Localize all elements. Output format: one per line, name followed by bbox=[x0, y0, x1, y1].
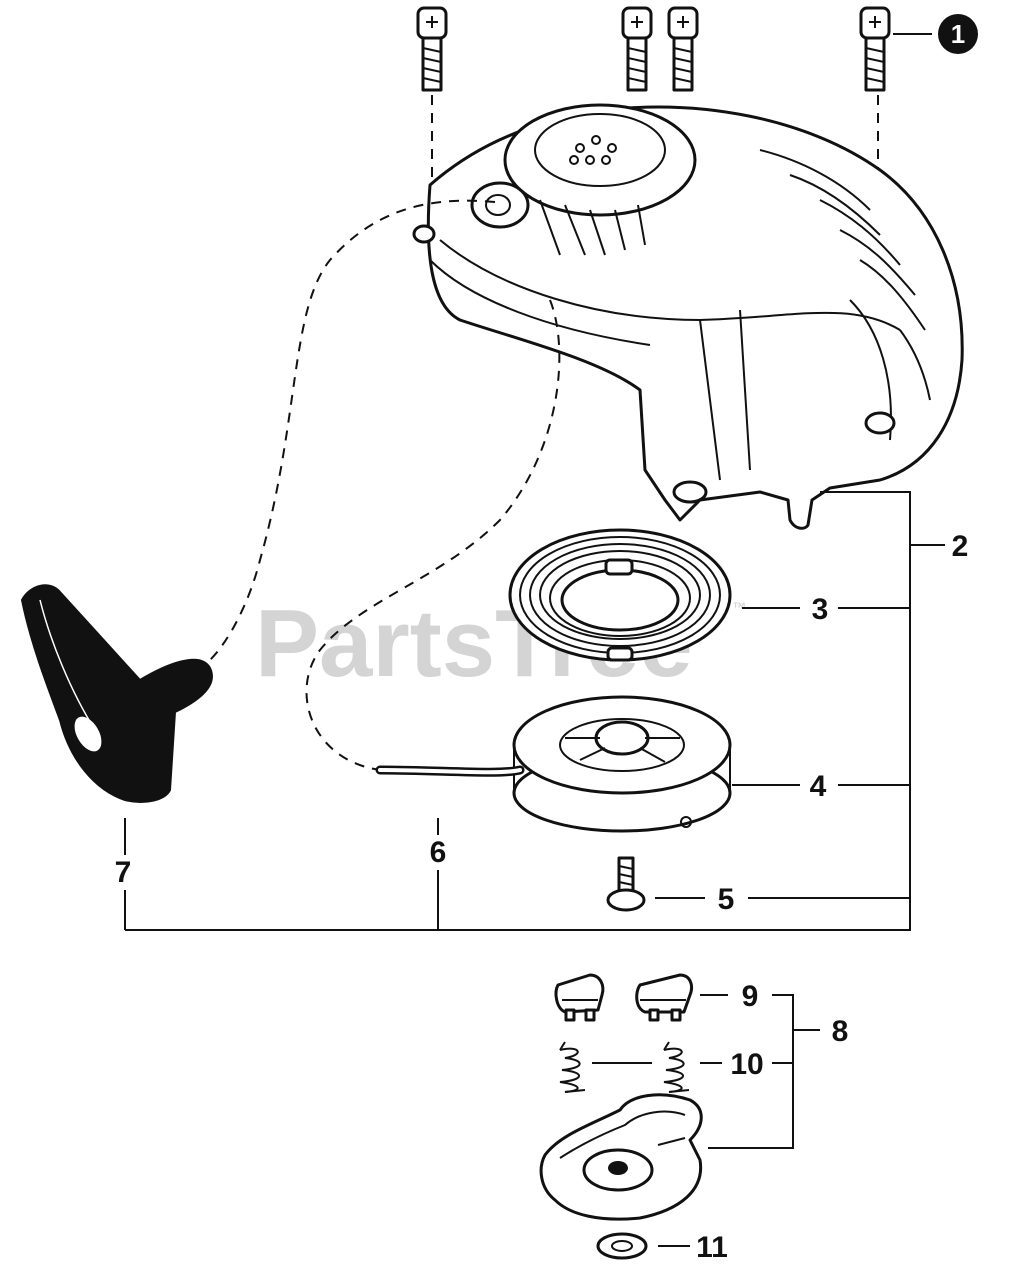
callout-2: 2 bbox=[952, 530, 969, 563]
pawl-9a[interactable] bbox=[554, 973, 605, 1022]
starter-housing[interactable] bbox=[412, 103, 964, 530]
recoil-spring[interactable] bbox=[508, 528, 732, 662]
callout-10: 10 bbox=[730, 1048, 763, 1081]
watermark-trademark: ™ bbox=[732, 599, 746, 615]
rope-route-lower bbox=[305, 299, 561, 771]
spring-10a[interactable] bbox=[559, 1041, 586, 1093]
callout-1-badge bbox=[938, 14, 978, 54]
callout-7: 7 bbox=[115, 856, 132, 889]
pawl-carrier[interactable] bbox=[539, 1093, 703, 1221]
bracket-main bbox=[125, 491, 911, 931]
callout-9: 9 bbox=[742, 980, 759, 1013]
rope-route-upper bbox=[209, 199, 496, 661]
screw-1d[interactable] bbox=[859, 6, 891, 92]
bracket-8 bbox=[708, 994, 820, 1149]
callout-11: 11 bbox=[696, 1231, 728, 1264]
callout-1: 1 bbox=[951, 19, 965, 49]
screw-1b[interactable] bbox=[621, 6, 653, 92]
callout-5: 5 bbox=[718, 883, 735, 916]
callout-4: 4 bbox=[810, 770, 827, 803]
screw-1a[interactable] bbox=[416, 6, 448, 92]
screw-5[interactable] bbox=[606, 856, 646, 912]
screw-1c[interactable] bbox=[667, 6, 699, 92]
callout-6: 6 bbox=[430, 836, 447, 869]
callout-3: 3 bbox=[812, 593, 829, 626]
callout-8: 8 bbox=[832, 1015, 849, 1048]
rope-pulley[interactable] bbox=[512, 695, 732, 833]
starter-handle[interactable] bbox=[20, 584, 213, 803]
pawl-9b[interactable] bbox=[635, 973, 694, 1022]
washer-11[interactable] bbox=[596, 1232, 648, 1260]
spring-10b[interactable] bbox=[663, 1041, 690, 1093]
